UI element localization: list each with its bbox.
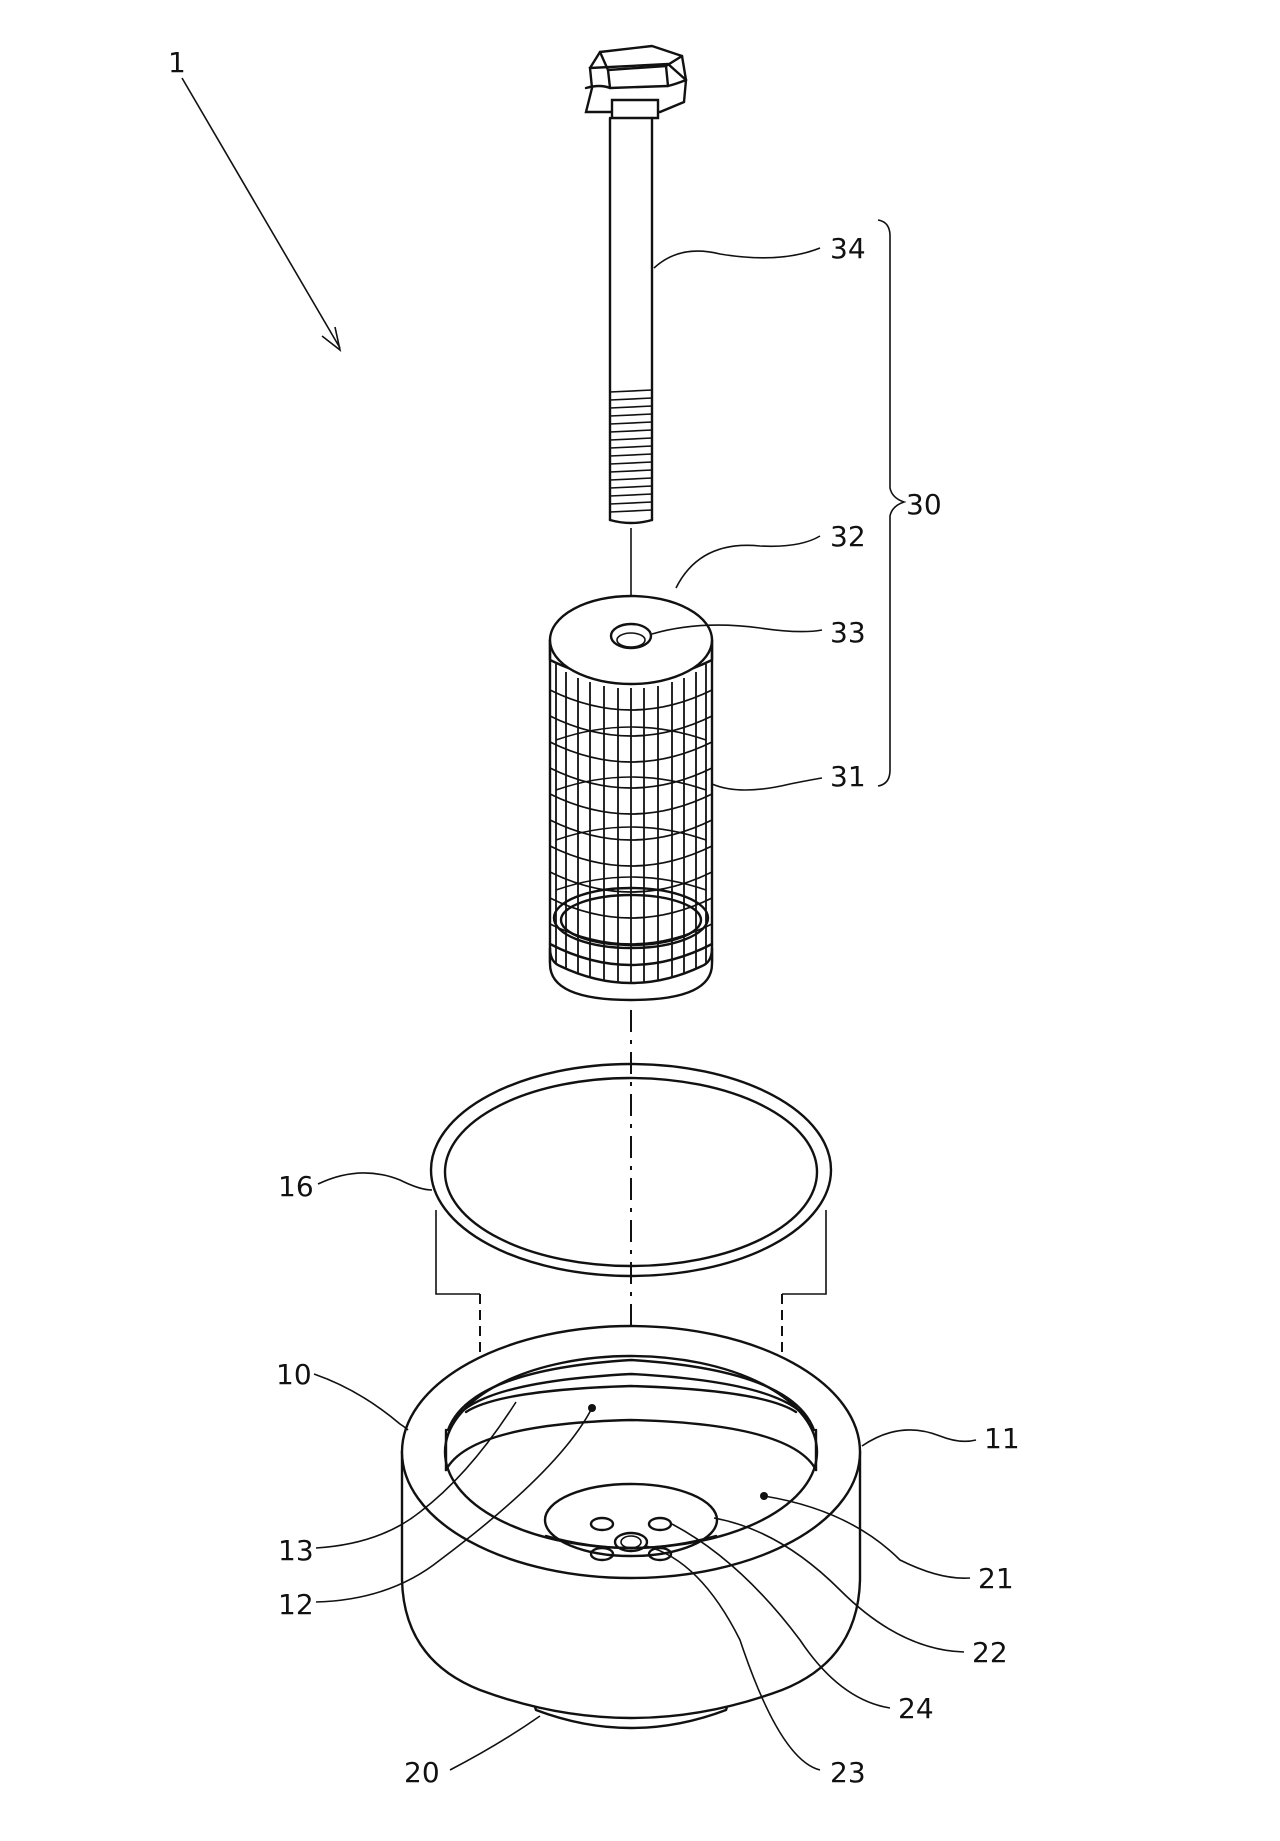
label-bottom-surface: 21 <box>978 1562 1014 1595</box>
label-filter-unit: 30 <box>906 488 942 521</box>
assembly-arrow <box>181 77 342 352</box>
bolt <box>584 44 688 525</box>
label-through-hole: 24 <box>898 1692 934 1725</box>
label-housing: 10 <box>276 1358 312 1391</box>
label-side-wall: 11 <box>984 1422 1020 1455</box>
filter-unit <box>548 594 714 1002</box>
label-bolt: 34 <box>830 232 866 265</box>
reference-numerals: 1 34 30 32 33 31 16 10 11 13 21 12 22 24… <box>168 46 1020 1789</box>
housing <box>400 1324 862 1730</box>
label-inner-wall: 13 <box>278 1534 314 1567</box>
label-plate-hole: 33 <box>830 616 866 649</box>
label-raised-boss: 22 <box>972 1636 1008 1669</box>
label-assembly: 1 <box>168 46 186 79</box>
label-threaded-hole: 23 <box>830 1756 866 1789</box>
label-inner-groove: 12 <box>278 1588 314 1621</box>
leader-lines <box>313 219 977 1771</box>
bolt-threads <box>609 389 653 513</box>
label-seal-ring: 16 <box>278 1170 314 1203</box>
label-top-plate: 32 <box>830 520 866 553</box>
label-bottom-part: 20 <box>404 1756 440 1789</box>
label-mesh-cylinder: 31 <box>830 760 866 793</box>
